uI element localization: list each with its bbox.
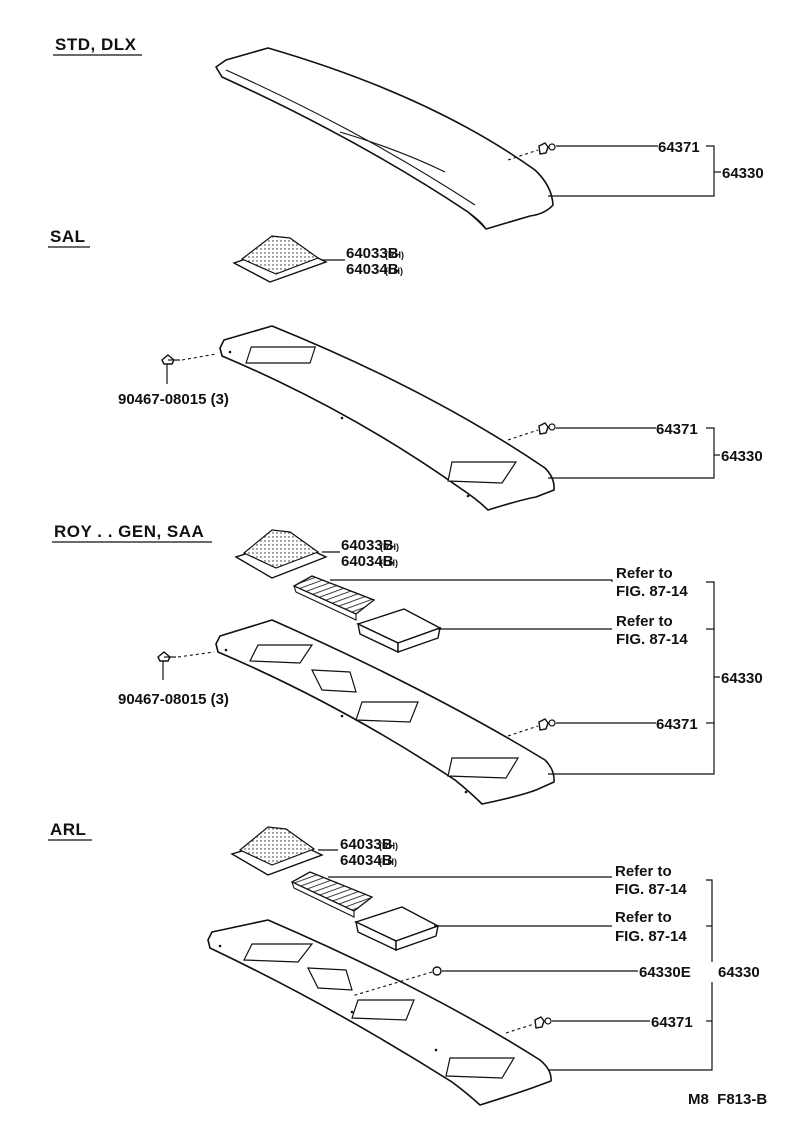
side-rh-label: (RH): [380, 542, 399, 552]
section-arl: ARL 64033B (RH) 64034B (LH) Refer to FIG…: [48, 820, 760, 1106]
part-number-64330: 64330: [718, 964, 760, 981]
speaker-grille-icon: [290, 871, 374, 918]
figure-reference: FIG. 87-14: [615, 928, 687, 945]
speaker-box-icon: [356, 608, 442, 654]
clip-64371-icon: [505, 1016, 552, 1034]
figure-reference: FIG. 87-14: [616, 631, 688, 648]
part-number-64330: 64330: [721, 448, 763, 465]
clip-64371-icon: [507, 422, 556, 441]
speaker-cover-icon: [230, 826, 324, 876]
package-tray-panel-arl: [207, 919, 552, 1106]
part-number-64033b: 64033B: [341, 537, 394, 554]
leader-line: [330, 579, 613, 582]
side-lh-label: (LH): [379, 857, 397, 867]
section-title-sal: SAL: [50, 227, 86, 246]
package-tray-panel-roy: [215, 619, 555, 805]
refer-to-label: Refer to: [616, 565, 673, 582]
package-tray-panel-sal: [219, 325, 555, 511]
figure-reference: FIG. 87-14: [615, 881, 687, 898]
screw-icon: [157, 651, 176, 662]
section-std-dlx: STD, DLX 64371 64330: [53, 35, 764, 230]
assembly-bracket: [548, 145, 715, 197]
part-number-64371: 64371: [658, 139, 700, 156]
part-number-64371: 64371: [656, 716, 698, 733]
dashed-leader: [181, 353, 217, 361]
part-number-64033b: 64033B: [346, 245, 399, 262]
side-lh-label: (LH): [385, 266, 403, 276]
speaker-cover-icon: [234, 529, 328, 579]
part-number-64371: 64371: [651, 1014, 693, 1031]
speaker-box-icon: [354, 906, 440, 952]
part-number-64034b: 64034B: [340, 852, 393, 869]
side-rh-label: (RH): [379, 841, 398, 851]
part-number-64330: 64330: [721, 670, 763, 687]
assembly-bracket: [548, 982, 713, 1071]
speaker-cover-icon: [232, 235, 328, 283]
section-title-std-dlx: STD, DLX: [55, 35, 137, 54]
screw-icon: [161, 354, 180, 365]
part-number-64371: 64371: [656, 421, 698, 438]
part-number-90467-08015: 90467-08015 (3): [118, 391, 229, 408]
section-sal: SAL 64033B (RH) 64034B (LH) 90467-08015 …: [48, 227, 763, 511]
side-lh-label: (LH): [380, 558, 398, 568]
part-number-90467-08015: 90467-08015 (3): [118, 691, 229, 708]
section-title-arl: ARL: [50, 820, 86, 839]
section-title-roy-gen-saa: ROY . . GEN, SAA: [54, 522, 204, 541]
part-number-64034b: 64034B: [341, 553, 394, 570]
side-rh-label: (RH): [385, 250, 404, 260]
package-tray-panel-std: [215, 47, 554, 230]
section-roy-gen-saa: ROY . . GEN, SAA 64033B (RH) 64034B (LH)…: [52, 522, 763, 805]
assembly-bracket: [706, 879, 713, 962]
grommet-icon: [351, 966, 442, 997]
dashed-leader: [177, 651, 215, 658]
clip-64371-icon: [507, 142, 556, 161]
assembly-bracket: [548, 427, 715, 479]
refer-to-label: Refer to: [615, 863, 672, 880]
clip-64371-icon: [507, 718, 556, 737]
part-number-64034b: 64034B: [346, 261, 399, 278]
part-number-64330: 64330: [722, 165, 764, 182]
part-number-64033b: 64033B: [340, 836, 393, 853]
refer-to-label: Refer to: [616, 613, 673, 630]
speaker-grille-icon: [292, 575, 376, 621]
refer-to-label: Refer to: [615, 909, 672, 926]
part-number-64330e: 64330E: [639, 964, 691, 981]
figure-code: M8 F813-B: [688, 1091, 767, 1108]
assembly-bracket: [548, 581, 715, 775]
figure-reference: FIG. 87-14: [616, 583, 688, 600]
